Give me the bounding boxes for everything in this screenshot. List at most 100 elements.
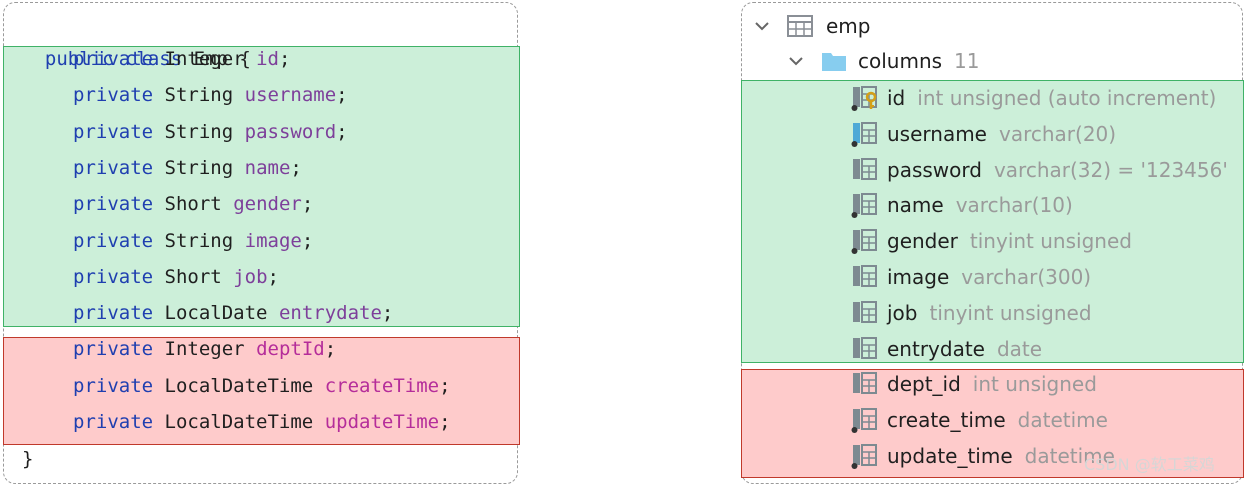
semicolon: ; bbox=[336, 84, 348, 106]
semicolon: ; bbox=[336, 121, 348, 143]
field-type: Short bbox=[164, 266, 222, 288]
field-modifier: private bbox=[73, 266, 154, 288]
semicolon: ; bbox=[301, 230, 314, 252]
not-null-column-icon bbox=[851, 191, 879, 219]
field-modifier: private bbox=[73, 157, 154, 179]
field-declaration: private LocalDateTime createTime; bbox=[73, 368, 451, 404]
field-type: String bbox=[164, 121, 234, 143]
column-type: datetime bbox=[1017, 408, 1108, 432]
column-icon bbox=[851, 335, 879, 363]
field-name: gender bbox=[233, 193, 302, 215]
semicolon: ; bbox=[290, 157, 302, 179]
table-icon bbox=[786, 12, 814, 40]
db-highlight-mapped-columns bbox=[741, 80, 1244, 363]
tree-node-column[interactable]: dept_id int unsigned bbox=[851, 366, 1097, 402]
column-name: job bbox=[887, 301, 918, 325]
column-name: dept_id bbox=[887, 372, 961, 396]
chevron-down-icon[interactable] bbox=[786, 51, 806, 71]
field-modifier: private bbox=[73, 302, 154, 324]
field-type: LocalDateTime bbox=[164, 375, 314, 397]
field-modifier: private bbox=[73, 375, 154, 397]
column-type: datetime bbox=[1024, 444, 1115, 468]
class-name: Emp bbox=[193, 48, 228, 70]
column-type: int unsigned bbox=[972, 372, 1097, 396]
field-name: password bbox=[244, 121, 337, 143]
field-declaration: private LocalDateTime updateTime; bbox=[73, 404, 451, 440]
table-name: emp bbox=[826, 14, 871, 38]
not-null-column-icon bbox=[851, 442, 879, 470]
semicolon: ; bbox=[381, 302, 394, 324]
field-declaration: private Integer id; bbox=[73, 41, 290, 77]
column-type: varchar(20) bbox=[999, 122, 1117, 146]
field-type: String bbox=[164, 157, 234, 179]
tree-node-table-emp[interactable]: emp bbox=[752, 8, 870, 44]
column-name: username bbox=[887, 122, 987, 146]
column-name: update_time bbox=[887, 444, 1013, 468]
field-declaration: private String image; bbox=[73, 223, 313, 259]
tree-node-column[interactable]: username varchar(20) bbox=[851, 116, 1116, 152]
column-name: entrydate bbox=[887, 337, 985, 361]
field-modifier: private bbox=[73, 48, 154, 70]
field-modifier: private bbox=[73, 338, 154, 360]
field-declaration: private LocalDate entrydate; bbox=[73, 295, 393, 331]
column-type: varchar(300) bbox=[961, 265, 1092, 289]
class-declaration: public class Emp { bbox=[22, 5, 251, 70]
column-icon bbox=[851, 299, 879, 327]
semicolon: ; bbox=[439, 411, 451, 433]
column-name: id bbox=[887, 86, 906, 110]
column-icon bbox=[851, 156, 879, 184]
field-name: name bbox=[244, 157, 291, 179]
column-count: 11 bbox=[954, 49, 980, 73]
column-name: gender bbox=[887, 229, 958, 253]
field-type: String bbox=[164, 84, 234, 106]
field-type: Integer bbox=[164, 48, 245, 70]
field-modifier: private bbox=[73, 193, 154, 215]
semicolon: ; bbox=[439, 375, 451, 397]
column-type: tinyint unsigned bbox=[929, 301, 1092, 325]
tree-node-column[interactable]: job tinyint unsigned bbox=[851, 295, 1092, 331]
column-icon bbox=[851, 370, 879, 398]
class-keywords: public class bbox=[44, 48, 183, 70]
field-name: updateTime bbox=[324, 411, 440, 433]
field-name: username bbox=[244, 84, 337, 106]
chevron-down-icon[interactable] bbox=[752, 16, 772, 36]
open-brace: { bbox=[239, 48, 251, 70]
tree-node-column[interactable]: update_time datetime bbox=[851, 438, 1115, 474]
field-name: job bbox=[233, 266, 268, 288]
field-declaration: private Short gender; bbox=[73, 186, 313, 222]
code-highlight-mapped-fields bbox=[3, 46, 520, 327]
tree-node-column[interactable]: create_time datetime bbox=[851, 402, 1108, 438]
field-modifier: private bbox=[73, 411, 154, 433]
field-declaration: private String name; bbox=[73, 150, 302, 186]
field-type: LocalDate bbox=[164, 302, 268, 324]
column-name: create_time bbox=[887, 408, 1006, 432]
field-name: createTime bbox=[324, 375, 440, 397]
field-name: entrydate bbox=[278, 302, 382, 324]
tree-node-columns-folder[interactable]: columns 11 bbox=[786, 43, 980, 79]
semicolon: ; bbox=[278, 48, 291, 70]
tree-node-column[interactable]: gender tinyint unsigned bbox=[851, 223, 1132, 259]
field-type: LocalDateTime bbox=[164, 411, 314, 433]
field-name: deptId bbox=[256, 338, 325, 360]
field-name: image bbox=[244, 230, 302, 252]
tree-node-column[interactable]: entrydate date bbox=[851, 331, 1042, 367]
folder-name: columns bbox=[858, 49, 943, 73]
column-type: date bbox=[996, 337, 1043, 361]
not-null-column-icon bbox=[851, 227, 879, 255]
field-declaration: private String password; bbox=[73, 114, 348, 150]
column-icon bbox=[851, 263, 879, 291]
semicolon: ; bbox=[267, 266, 279, 288]
column-name: password bbox=[887, 158, 982, 182]
column-name: name bbox=[887, 193, 944, 217]
field-type: Short bbox=[164, 193, 222, 215]
field-declaration: private Integer deptId; bbox=[73, 331, 336, 367]
tree-node-column[interactable]: name varchar(10) bbox=[851, 187, 1073, 223]
field-declaration: private String username; bbox=[73, 77, 348, 113]
column-type: tinyint unsigned bbox=[969, 229, 1132, 253]
semicolon: ; bbox=[324, 338, 337, 360]
field-modifier: private bbox=[73, 121, 154, 143]
column-type: varchar(10) bbox=[955, 193, 1073, 217]
